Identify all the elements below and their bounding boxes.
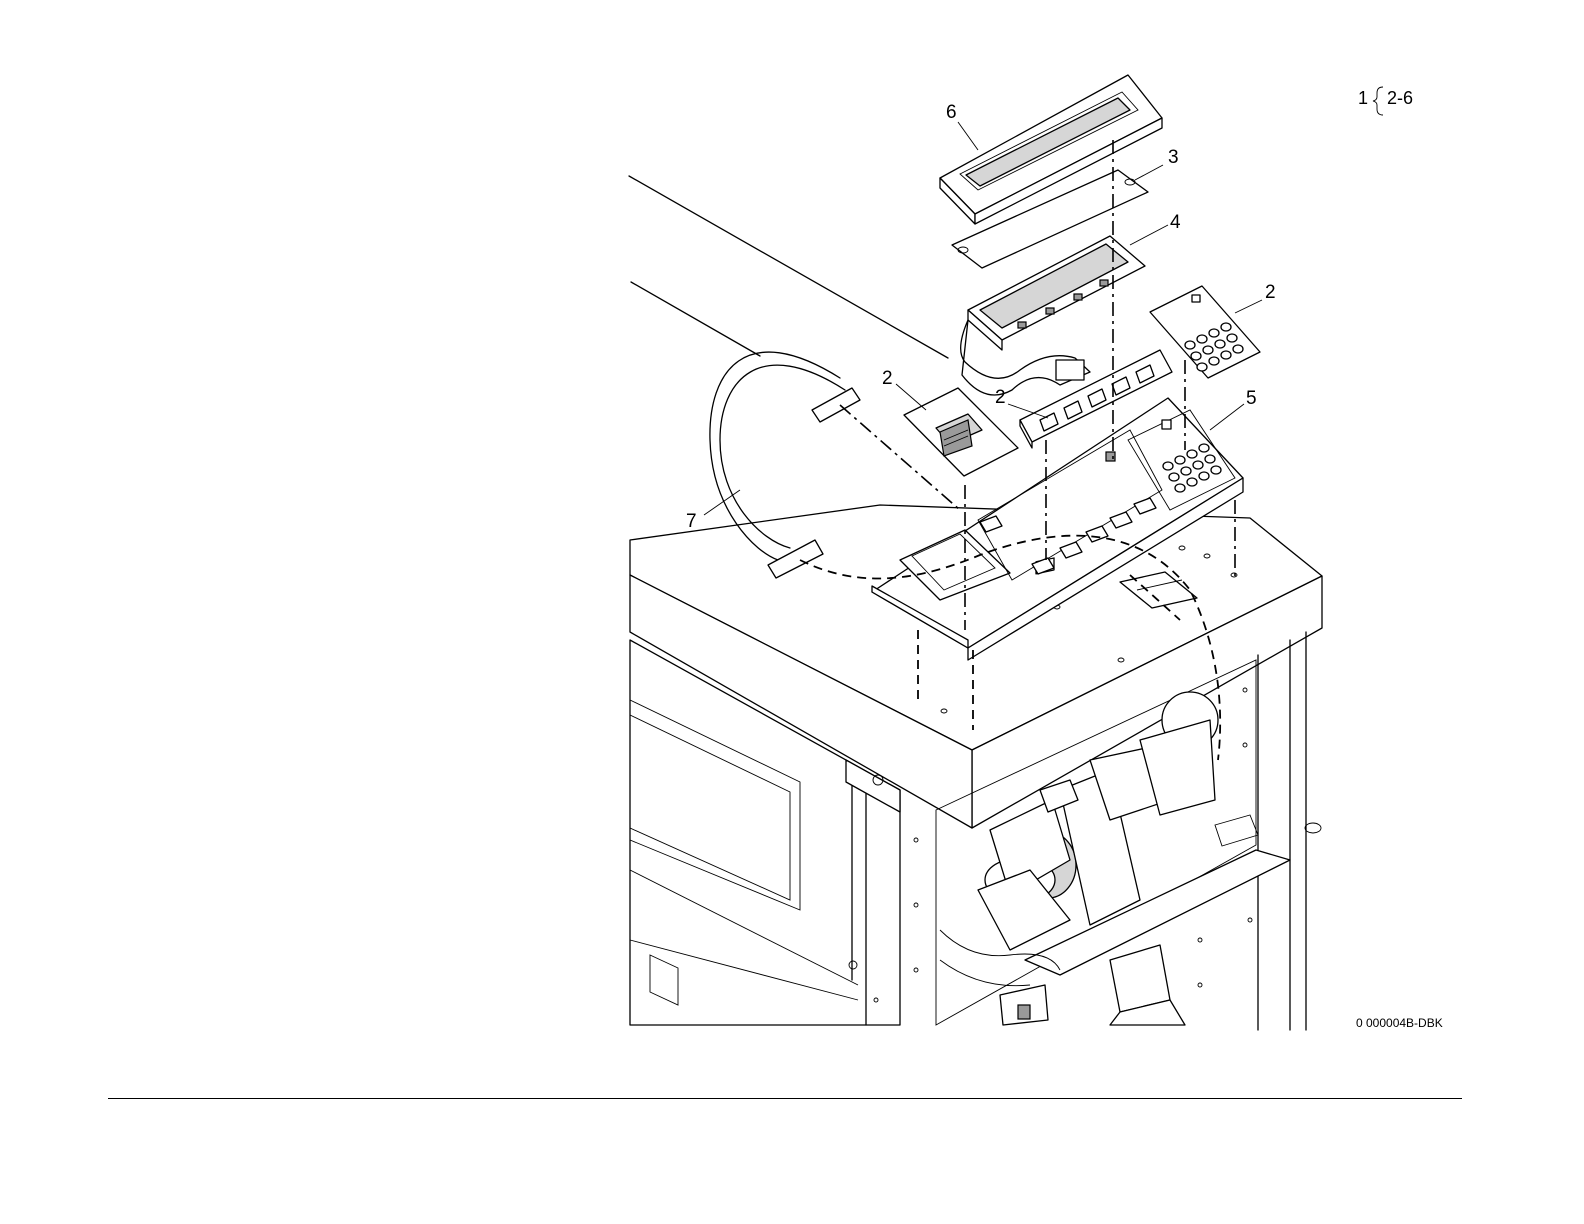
callout-2-keypad: 2	[1265, 282, 1276, 303]
reference-brace	[1373, 87, 1383, 115]
callout-2-strip: 2	[995, 387, 1006, 408]
item-reference: 1 2-6	[1358, 87, 1413, 115]
ribbon-connector-top	[812, 388, 860, 422]
reference-item: 1	[1358, 88, 1368, 108]
reference-range: 2-6	[1387, 88, 1413, 108]
callout-2-module: 2	[882, 368, 893, 389]
callout-4: 4	[1170, 212, 1181, 233]
callout-7: 7	[686, 511, 697, 532]
callout-5: 5	[1246, 388, 1257, 409]
drawing-code: 0 000004B-DBK	[1356, 1016, 1443, 1030]
callout-3: 3	[1168, 147, 1179, 168]
callout-6: 6	[946, 102, 957, 123]
footer-rule	[108, 1098, 1462, 1099]
